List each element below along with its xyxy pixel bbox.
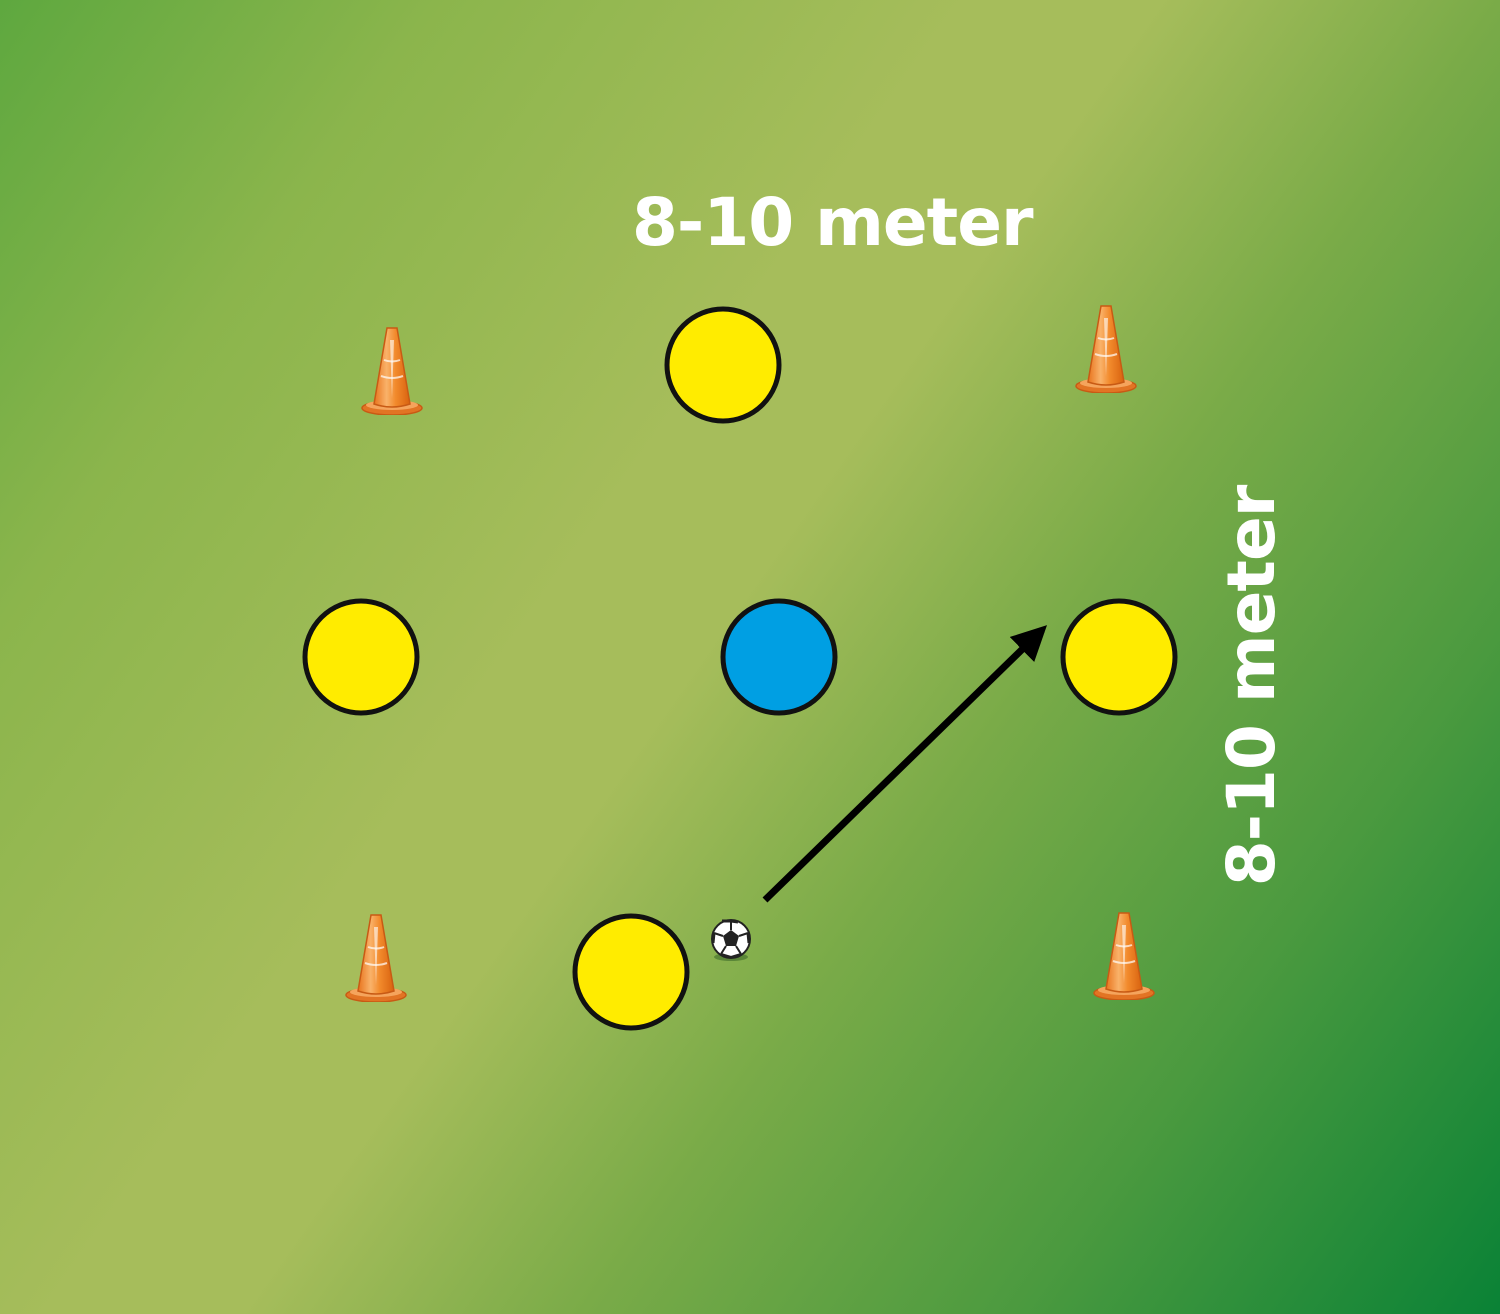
player-yellow-bottom xyxy=(572,913,690,1031)
cone-icon xyxy=(345,914,407,1002)
player-blue-center xyxy=(720,598,838,716)
player-yellow-left xyxy=(302,598,420,716)
soccer-ball-icon xyxy=(711,919,751,961)
cone-icon xyxy=(1093,912,1155,1000)
player-yellow-top xyxy=(664,306,782,424)
arrow-icon xyxy=(762,625,1048,903)
distance-label-top: 8-10 meter xyxy=(632,184,1034,261)
player-yellow-right xyxy=(1060,598,1178,716)
cone-icon xyxy=(1075,305,1137,393)
cone-icon xyxy=(361,327,423,415)
